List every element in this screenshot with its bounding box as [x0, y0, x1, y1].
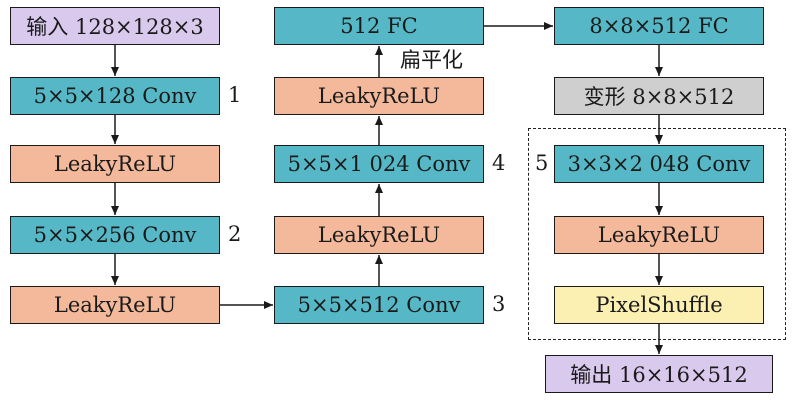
layer-number-4: 4	[492, 151, 506, 175]
reshape-box: 变形 8×8×512	[554, 77, 764, 115]
relu3-box: LeakyReLU	[274, 216, 484, 254]
conv2-box: 5×5×256 Conv	[10, 216, 220, 254]
layer-number-1: 1	[228, 83, 242, 107]
conv5-box: 3×3×2 048 Conv	[554, 145, 764, 183]
flatten-label: 扁平化	[400, 48, 463, 72]
relu5-box: LeakyReLU	[554, 216, 764, 254]
layer-number-2: 2	[228, 222, 242, 246]
relu1-box: LeakyReLU	[10, 145, 220, 183]
conv4-box: 5×5×1 024 Conv	[274, 145, 484, 183]
relu2-box: LeakyReLU	[10, 286, 220, 324]
conv3-box: 5×5×512 Conv	[274, 286, 484, 324]
pixelshuffle-box: PixelShuffle	[554, 286, 764, 324]
relu4-box: LeakyReLU	[274, 77, 484, 115]
fc8x8-box: 8×8×512 FC	[554, 7, 764, 45]
layer-number-5: 5	[535, 151, 549, 175]
conv1-box: 5×5×128 Conv	[10, 77, 220, 115]
layer-number-3: 3	[492, 292, 506, 316]
input-box: 输入 128×128×3	[10, 7, 220, 45]
output-box: 输出 16×16×512	[545, 355, 773, 393]
fc512-box: 512 FC	[274, 7, 484, 45]
upsample-block-dashed-border	[528, 128, 786, 340]
